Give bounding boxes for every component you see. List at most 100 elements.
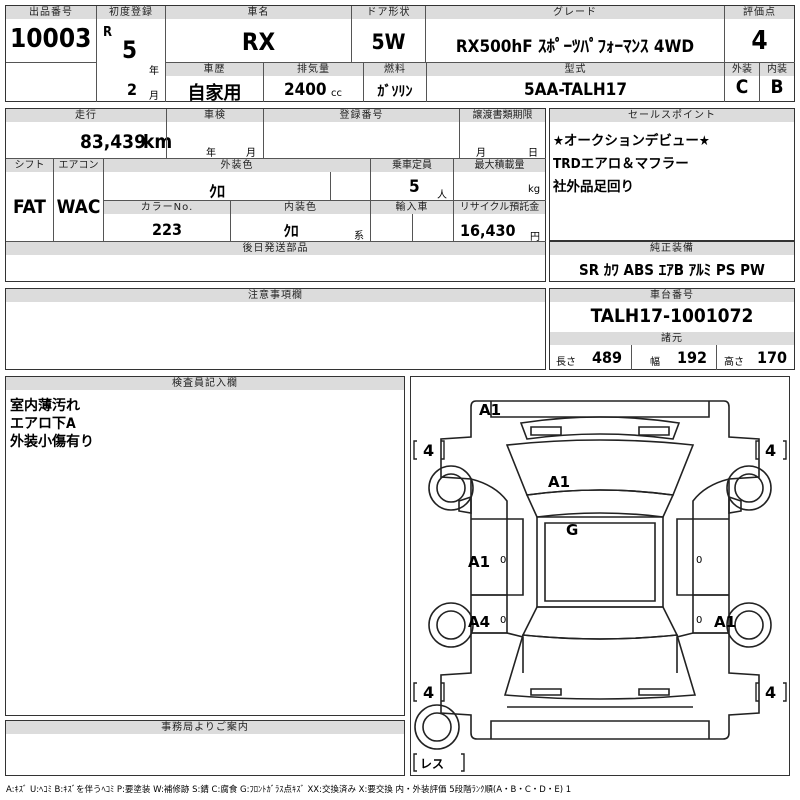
transfer-docs-day-unit: 日 — [528, 148, 538, 159]
shift-header: シフト — [6, 159, 53, 172]
first-reg-year-unit: 年 — [149, 66, 159, 77]
legend: A:ｷｽﾞ U:ﾍｺﾐ B:ｷｽﾞを伴うﾍｺﾐ P:要塗装 W:補修跡 S:錆 … — [6, 785, 572, 795]
sales-point-item: 社外品足回り — [553, 179, 634, 195]
displacement-header: 排気量 — [264, 63, 363, 76]
inspection-header: 車検 — [167, 109, 263, 122]
displacement: 2400 — [284, 80, 327, 100]
mileage-header: 走行 — [6, 109, 166, 122]
divider — [263, 62, 264, 102]
first-reg-header: 初度登録 — [97, 6, 165, 19]
tire-rear-left: 4 — [423, 683, 434, 702]
tire-front-right: 4 — [765, 441, 776, 460]
fuel-header: 燃料 — [364, 63, 426, 76]
small-mark: 0 — [696, 615, 702, 626]
tire-front-left: 4 — [423, 441, 434, 460]
rear-left-wheel — [428, 602, 474, 648]
grade: RX500hF ｽﾎﾟｰﾂﾊﾟﾌｫｰﾏﾝｽ 4WD — [455, 37, 695, 57]
height-label: 高さ — [724, 357, 744, 368]
mark-roof: G — [566, 521, 578, 539]
mark-left-rear-door: A4 — [468, 613, 490, 631]
shift: FAT — [13, 196, 46, 218]
damage-diagram: A1 A1 G A1 A4 A1 0 0 0 0 4 4 4 4 レス — [410, 376, 790, 776]
height: 170 — [757, 348, 788, 367]
later-parts-header: 後日発送部品 — [6, 242, 545, 255]
inspection-year-unit: 年 — [206, 148, 216, 159]
grade-header: グレード — [426, 6, 724, 19]
inspector-note: 外装小傷有り — [10, 434, 94, 450]
sales-point-panel — [549, 108, 795, 241]
header-panel — [5, 5, 795, 102]
exterior-score-header: 外装 — [725, 63, 759, 76]
divider — [166, 109, 167, 158]
divider — [104, 200, 546, 201]
capacity-unit: 人 — [437, 190, 447, 201]
divider — [426, 62, 427, 102]
registration-header: 登録番号 — [264, 109, 459, 122]
displacement-unit: cc — [331, 88, 342, 99]
recycle-unit: 円 — [530, 232, 540, 243]
divider — [96, 6, 97, 102]
history: 自家用 — [187, 83, 242, 104]
divider — [631, 345, 632, 370]
exterior-score: C — [735, 76, 749, 98]
divider — [716, 345, 717, 370]
divider — [759, 63, 760, 102]
rear-right-wheel — [726, 602, 772, 648]
first-reg-year: 5 — [122, 36, 138, 64]
office-notice-header: 事務局よりご案内 — [6, 721, 404, 734]
aircon-header: エアコン — [54, 159, 103, 172]
divider — [230, 201, 231, 241]
import-header: 輸入車 — [371, 201, 453, 214]
notes-header: 注意事項欄 — [6, 289, 545, 302]
interior-score-header: 内装 — [760, 63, 794, 76]
door-type: 5W — [371, 30, 406, 54]
car-name-header: 車名 — [166, 6, 351, 19]
mileage-unit: km — [143, 131, 173, 153]
divider — [165, 6, 166, 102]
sales-point-item: TRDエアロ＆マフラー — [553, 156, 689, 172]
length: 489 — [592, 348, 623, 367]
divider — [166, 62, 795, 63]
sales-point-item: ★オークションデビュー★ — [553, 133, 710, 149]
divider — [724, 6, 725, 102]
color-no: 223 — [151, 220, 183, 239]
model-code: 5AA-TALH17 — [524, 80, 627, 100]
score-header: 評価点 — [725, 6, 794, 19]
ext-color: ｸﾛ — [208, 182, 225, 201]
door-header: ドア形状 — [352, 6, 425, 19]
recycle-amount: 16,430 — [460, 221, 516, 240]
small-mark: 0 — [500, 615, 506, 626]
inspection-month-unit: 月 — [246, 148, 256, 159]
car-name: RX — [241, 28, 276, 56]
model-code-header: 型式 — [427, 63, 724, 76]
int-color-header: 内装色 — [231, 201, 370, 214]
front-right-wheel — [726, 465, 772, 511]
inspector-note: 室内薄汚れ — [10, 398, 80, 414]
divider — [351, 6, 352, 62]
overall-score: 4 — [751, 26, 768, 56]
lot-number: 10003 — [10, 24, 92, 54]
divider — [453, 201, 454, 241]
specs-header: 諸元 — [550, 332, 794, 345]
small-mark: 0 — [500, 555, 506, 566]
divider — [363, 62, 364, 102]
divider — [103, 159, 104, 241]
width-label: 幅 — [650, 357, 660, 368]
capacity: 5 — [409, 177, 420, 197]
divider — [53, 159, 54, 241]
inspector-note: エアロ下A — [10, 416, 76, 432]
spare-tire: レス — [420, 757, 444, 771]
inspector-header: 検査員記入欄 — [6, 377, 404, 390]
spare-wheel — [414, 704, 460, 750]
int-color-unit: 系 — [354, 231, 364, 242]
divider — [412, 214, 413, 241]
chassis-number: TALH17-1001072 — [590, 305, 754, 327]
inspector-panel — [5, 376, 405, 716]
small-mark: 0 — [696, 555, 702, 566]
divider — [6, 62, 96, 63]
divider — [453, 159, 454, 200]
genuine-equipment-header: 純正装備 — [550, 242, 794, 255]
mileage: 83,439 — [80, 131, 146, 153]
length-label: 長さ — [556, 357, 576, 368]
front-left-wheel — [428, 465, 474, 511]
